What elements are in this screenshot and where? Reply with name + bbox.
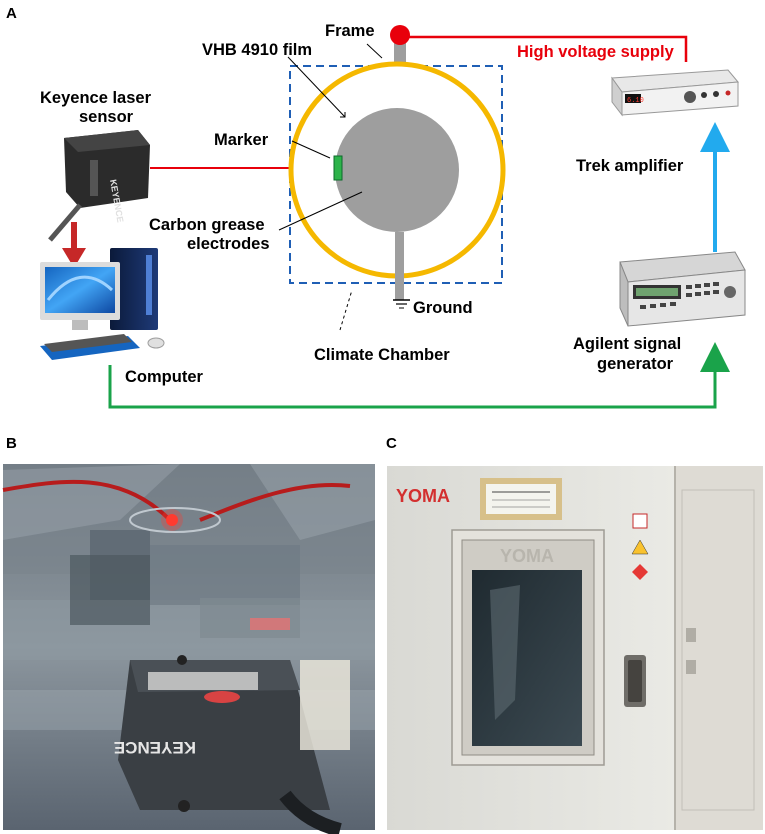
panel-label-c: C <box>386 435 397 452</box>
label-vhb-film: VHB 4910 film <box>202 41 312 59</box>
marker-patch <box>333 155 343 181</box>
photo-c: YOMA YOMA <box>387 466 763 830</box>
label-high-voltage-supply: High voltage supply <box>517 43 675 61</box>
label-carbon-grease-1: Carbon grease <box>149 216 265 234</box>
laser-sensor-device: KEYENCE <box>48 130 150 242</box>
voltage-terminal <box>390 25 410 45</box>
leader-lines <box>278 43 383 331</box>
high-voltage-wire <box>408 35 688 62</box>
photo-c-brand: YOMA <box>396 486 450 506</box>
label-frame: Frame <box>325 22 375 40</box>
hv-display-text: 6.10 <box>627 97 644 105</box>
panel-label-a: A <box>6 5 17 22</box>
electrode-rod-bottom <box>395 232 404 300</box>
label-carbon-grease-2: electrodes <box>187 235 270 253</box>
amplifier-arrow <box>700 122 730 152</box>
label-marker: Marker <box>214 131 269 149</box>
signal-generator-device <box>619 251 746 327</box>
label-trek-amplifier: Trek amplifier <box>576 157 684 175</box>
photo-c-door-brand: YOMA <box>500 546 554 566</box>
signal-wire <box>108 360 717 409</box>
computer-device <box>40 248 165 360</box>
high-voltage-supply-device: 6.10 <box>611 69 739 117</box>
label-climate-chamber: Climate Chamber <box>314 346 450 364</box>
label-ground: Ground <box>413 299 473 317</box>
label-agilent-2: generator <box>597 355 674 373</box>
photo-b: KEYENCE <box>2 464 375 834</box>
carbon-grease-electrode <box>335 108 459 232</box>
label-laser-sensor-2: sensor <box>79 108 134 126</box>
label-computer: Computer <box>125 368 203 386</box>
label-agilent-1: Agilent signal <box>573 335 681 353</box>
signal-arrow <box>700 342 730 372</box>
label-laser-sensor-1: Keyence laser <box>40 89 152 107</box>
electrode-rod-top <box>394 40 406 66</box>
panel-label-b: B <box>6 435 17 452</box>
photo-b-sensor-brand: KEYENCE <box>114 738 196 757</box>
